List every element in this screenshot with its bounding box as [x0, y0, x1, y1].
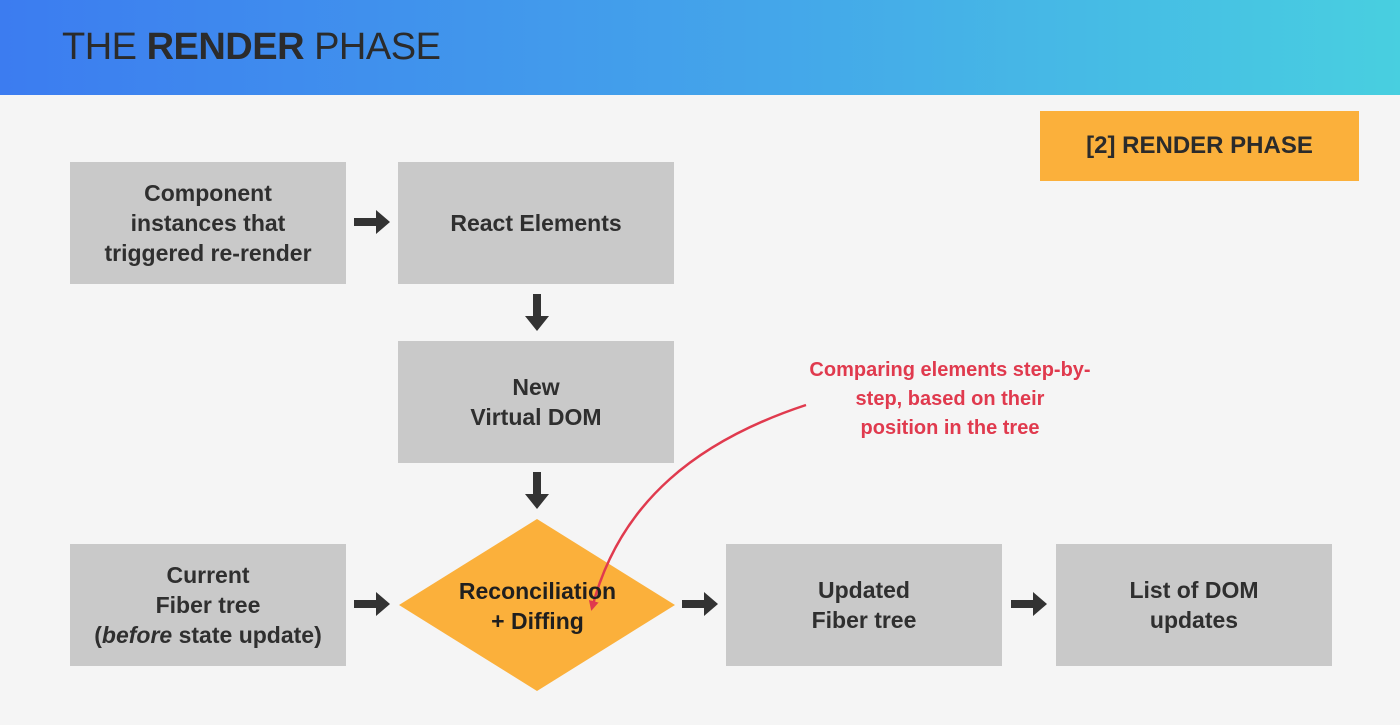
- node-line: Current: [166, 562, 250, 588]
- node-line: Updated: [817, 577, 910, 603]
- paren-open: (: [94, 622, 102, 648]
- node-line: triggered re-render: [104, 240, 312, 266]
- node-current-fiber-tree: Current Fiber tree (before state update): [70, 544, 346, 666]
- arrow-component-to-react: [354, 210, 390, 234]
- annotation-bold: position in the tree: [860, 417, 1040, 439]
- phase-badge: [2] RENDER PHASE: [1040, 111, 1359, 181]
- node-line: List of DOM: [1129, 577, 1259, 603]
- node-new-virtual-dom: New Virtual DOM: [398, 341, 674, 463]
- node-line: Component: [144, 180, 272, 206]
- node-line: Virtual DOM: [470, 404, 602, 430]
- title-bold: RENDER: [146, 26, 305, 68]
- title-suffix: PHASE: [304, 26, 441, 68]
- node-react-elements: React Elements: [398, 162, 674, 284]
- node-updated-fiber-tree: Updated Fiber tree: [726, 544, 1002, 666]
- arrow-react-to-vdom: [525, 294, 549, 331]
- node-dom-updates: List of DOM updates: [1056, 544, 1332, 666]
- annotation-plain: Comparing elements step-by-step, based o…: [809, 359, 1091, 410]
- annotation-arrow: [588, 403, 807, 611]
- italic-before: before: [101, 622, 173, 648]
- title-prefix: THE: [62, 26, 147, 68]
- arrow-reconciliation-to-updated: [682, 592, 718, 616]
- node-line: updates: [1149, 607, 1239, 633]
- node-line: (before state update): [94, 620, 322, 650]
- node-line: Fiber tree: [155, 592, 261, 618]
- node-component-instances: Component instances that triggered re-re…: [70, 162, 346, 284]
- node-line: Fiber tree: [811, 607, 917, 633]
- node-line: + Diffing: [491, 608, 584, 634]
- header-bar: THE RENDER PHASE: [0, 0, 1400, 95]
- arrow-updated-to-dom-updates: [1011, 592, 1047, 616]
- arrow-vdom-to-reconciliation: [525, 472, 549, 509]
- reconciliation-diamond: [399, 519, 675, 691]
- state-update-text: state update): [172, 622, 322, 648]
- node-line: New: [512, 374, 560, 400]
- page-title: THE RENDER PHASE: [62, 26, 441, 69]
- node-line: Reconciliation: [458, 578, 617, 604]
- reconciliation-label: Reconciliation + Diffing: [400, 576, 675, 636]
- annotation-text: Comparing elements step-by-step, based o…: [790, 356, 1110, 443]
- node-line: instances that: [130, 210, 286, 236]
- node-line: React Elements: [450, 210, 622, 236]
- arrow-current-to-reconciliation: [354, 592, 390, 616]
